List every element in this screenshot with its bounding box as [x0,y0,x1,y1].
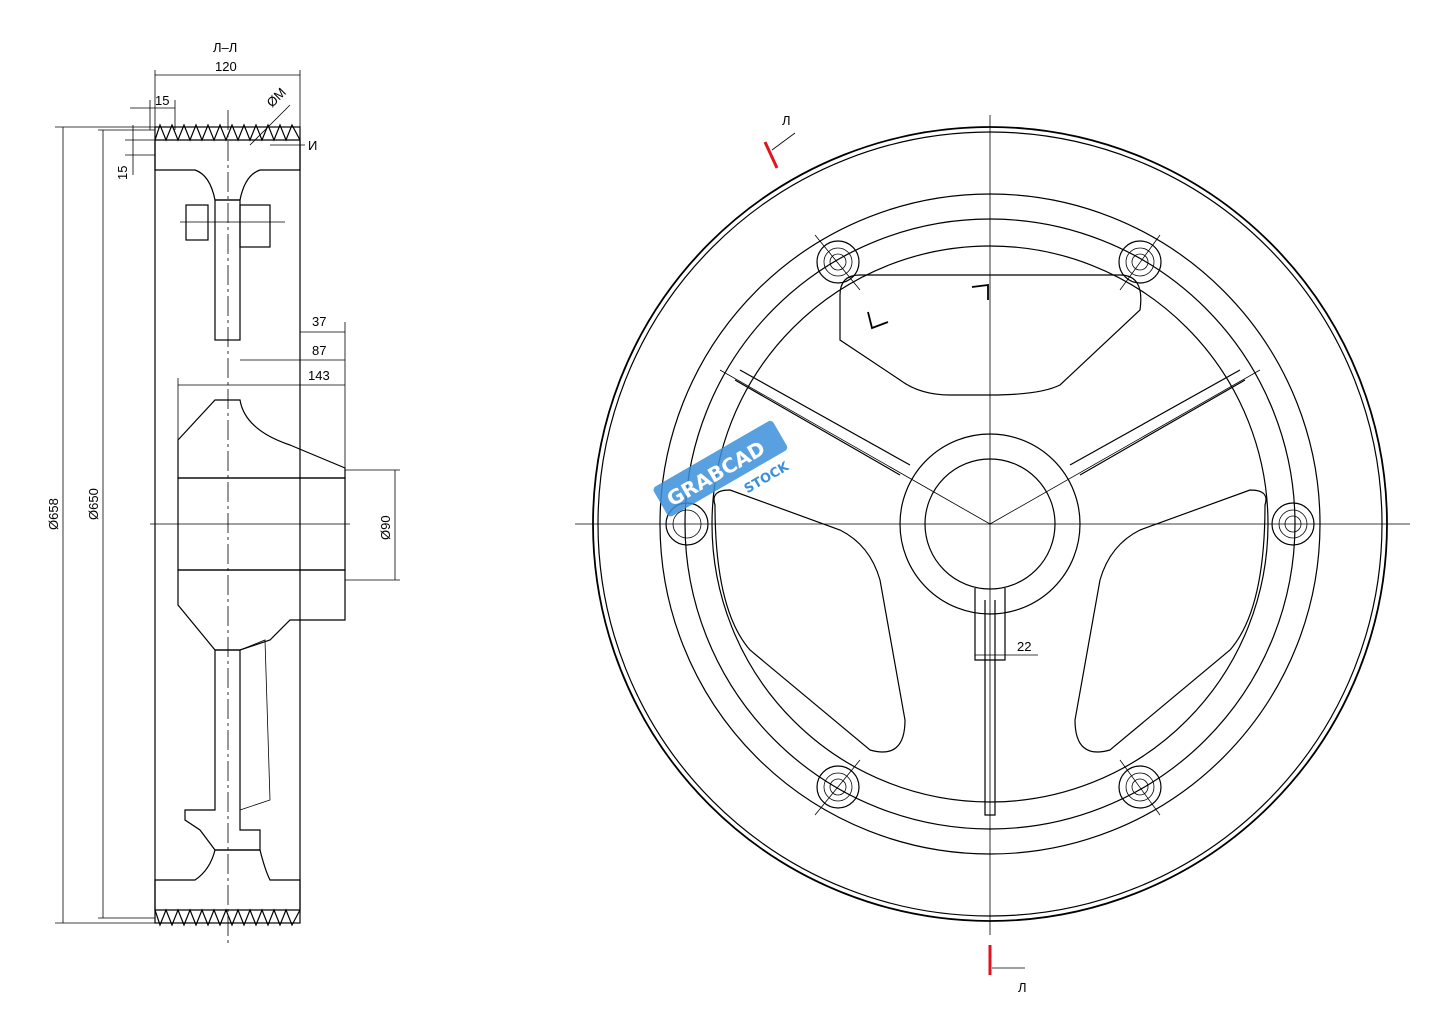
top-rim-section [154,139,301,201]
hub-section-lower [177,569,346,651]
hub-section-upper [177,399,346,479]
dim-hub-offset-1: 37 [312,314,326,329]
dim-hub-offset-2: 87 [312,343,326,358]
web-lower [184,649,261,851]
window-right [1074,489,1267,753]
web-upper [214,199,241,341]
dim-hub-length: 143 [308,368,330,383]
section-mark-top: Л [782,113,791,128]
window-top [839,274,1142,396]
dim-groove-depth: 15 [115,166,130,180]
section-marker-top [763,141,779,169]
dim-keyway-width: 22 [1017,639,1031,654]
dim-section-title: Л–Л [213,40,237,55]
bottom-rim-section [154,849,301,911]
front-view: 22 Л Л [575,113,1410,995]
rim-outline [154,126,301,924]
dim-groove-pitch: 15 [155,93,169,108]
dim-groove-label: И [308,138,317,153]
section-view: Л–Л 120 15 15 ØМ И Ø658 Ø650 37 87 143 [46,40,400,945]
dim-pitch-dia: Ø650 [86,488,101,520]
dim-outer-dia: Ø658 [46,498,61,530]
dim-groove-dia: ØМ [264,85,289,110]
bolt-nut [239,204,271,248]
bolt-holes [665,240,1315,809]
bolt-head [185,204,209,241]
window-left [713,489,906,753]
dim-bore-dia: Ø90 [378,515,393,540]
top-grooves [154,123,301,142]
section-mark-bottom: Л [1018,980,1027,995]
dim-width-total: 120 [215,59,237,74]
bottom-grooves [154,908,301,927]
